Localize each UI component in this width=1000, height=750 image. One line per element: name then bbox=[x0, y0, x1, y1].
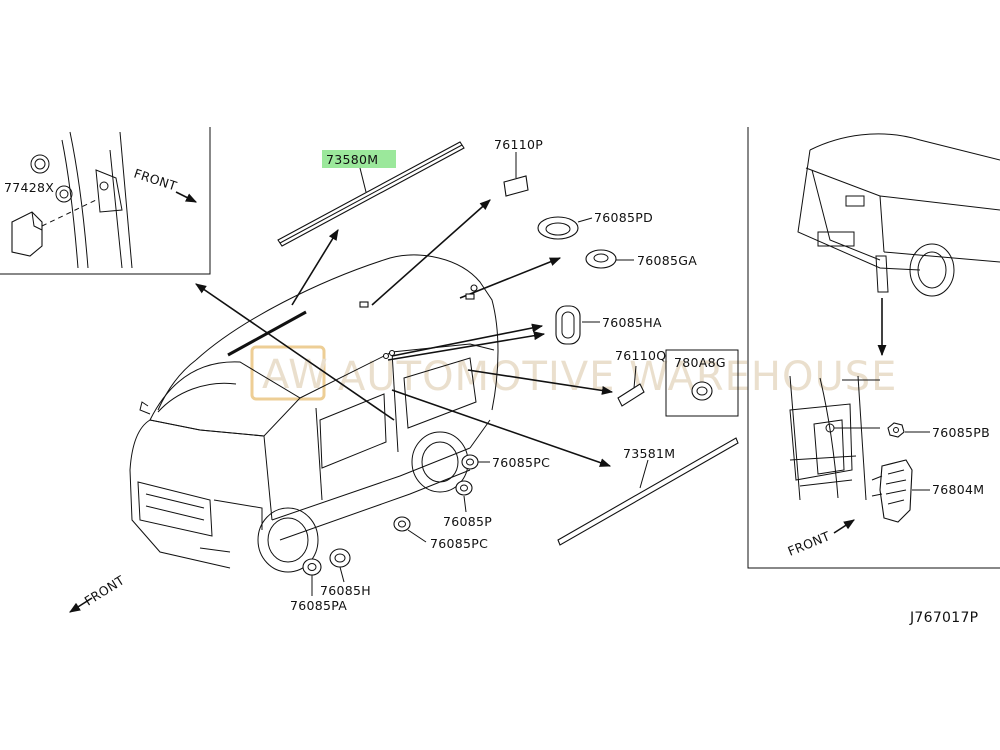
front-arrow-upper-icon bbox=[175, 191, 198, 203]
part-label-76085P: 76085P bbox=[443, 514, 492, 529]
part-76085PC-b bbox=[393, 516, 411, 532]
part-76110P bbox=[503, 175, 529, 197]
part-76085PA bbox=[302, 558, 322, 576]
van-body bbox=[129, 254, 499, 573]
part-label-77428X: 77428X bbox=[4, 180, 54, 195]
part-label-76085PD: 76085PD bbox=[594, 210, 653, 225]
watermark: AW AUTOMOTIVE WAREHOUSE bbox=[250, 345, 897, 401]
front-label-upper: FRONT bbox=[132, 166, 179, 194]
part-label-76085PB: 76085PB bbox=[932, 425, 990, 440]
part-76085PB bbox=[887, 422, 905, 438]
part-780A8G-box: 780A8G bbox=[665, 349, 739, 417]
part-76085PC-a bbox=[461, 454, 479, 470]
part-label-76085PA: 76085PA bbox=[290, 598, 347, 613]
part-label-76110Q: 76110Q bbox=[615, 348, 666, 363]
front-arrow-right-icon bbox=[833, 519, 855, 534]
part-76085P bbox=[455, 480, 473, 496]
front-arrow-lower-icon bbox=[69, 597, 93, 613]
part-label-76110P: 76110P bbox=[494, 137, 543, 152]
leader-arrows bbox=[195, 199, 614, 467]
part-label-76085PC-b: 76085PC bbox=[430, 536, 488, 551]
part-73581M bbox=[557, 437, 739, 546]
part-label-76085PC-a: 76085PC bbox=[492, 455, 550, 470]
front-label-right: FRONT bbox=[786, 528, 833, 558]
part-780A8G bbox=[691, 381, 713, 401]
detail-frame-right: 76085PB 76804M FRONT bbox=[747, 127, 1000, 569]
part-label-76804M: 76804M bbox=[932, 482, 984, 497]
part-label-73580M: 73580M bbox=[326, 152, 378, 167]
part-76085H bbox=[329, 548, 351, 568]
part-label-76085H: 76085H bbox=[320, 583, 371, 598]
part-label-73581M: 73581M bbox=[623, 446, 675, 461]
diagram-code: J767017P bbox=[909, 610, 978, 626]
part-label-76085GA: 76085GA bbox=[637, 253, 697, 268]
watermark-logo: AW bbox=[262, 352, 329, 398]
part-73580M bbox=[277, 141, 465, 247]
part-label-780A8G: 780A8G bbox=[674, 355, 726, 370]
part-label-76085HA: 76085HA bbox=[602, 315, 662, 330]
part-76804M bbox=[871, 459, 913, 523]
part-76110Q bbox=[617, 383, 645, 407]
front-label-lower: FRONT bbox=[82, 572, 127, 608]
watermark-text: AUTOMOTIVE WAREHOUSE bbox=[338, 354, 897, 400]
part-76085GA bbox=[585, 249, 617, 269]
part-76085PD bbox=[537, 216, 579, 240]
part-76085HA bbox=[555, 305, 581, 345]
mount-points bbox=[359, 284, 478, 360]
detail-frame-upper-left: 77428X FRONT bbox=[0, 127, 211, 275]
part-73580M-highlight bbox=[322, 150, 396, 168]
